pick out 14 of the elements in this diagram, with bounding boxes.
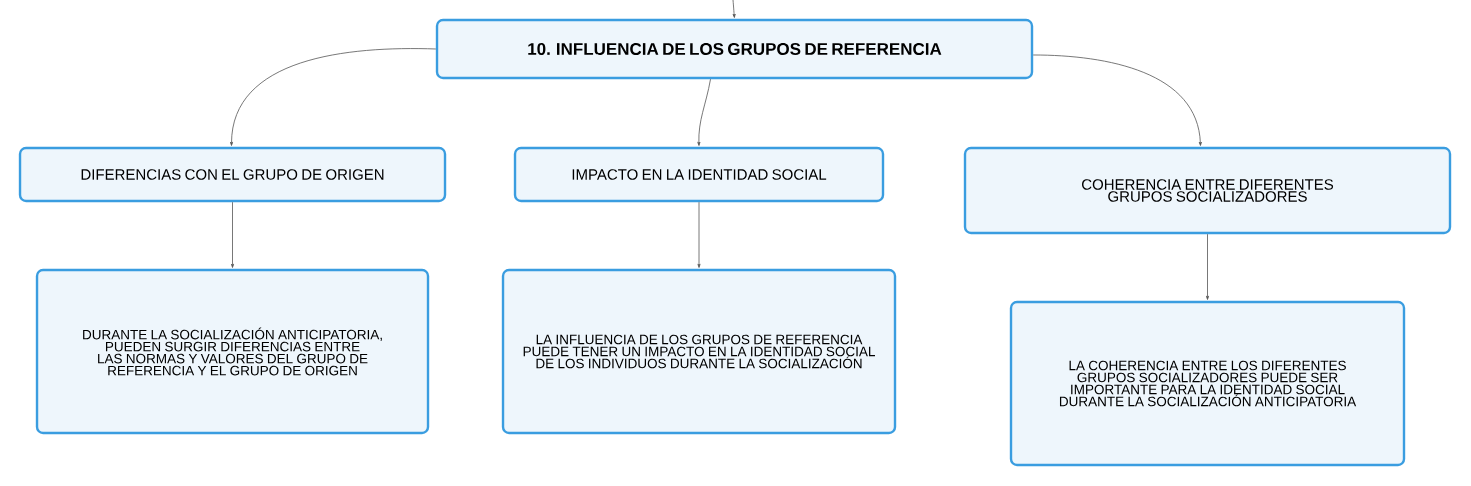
- connector: [697, 78, 711, 146]
- topic-box: 10. INFLUENCIA DE LOS GRUPOS DE REFERENCIA: [435, 18, 1034, 80]
- concept-box: DURANTE LA SOCIALIZACIÓN ANTICIPATORIA, PUEDEN SURGIR DIFERENCIAS ENTRE LAS NORMAS Y VALORES DEL GRUPO DE REFERENCIA Y EL GRUPO DE ORIGEN: [35, 268, 430, 435]
- connector: [1206, 233, 1210, 300]
- connector: [231, 201, 235, 268]
- connector: [732, 0, 736, 18]
- concept-box: IMPACTO EN LA IDENTIDAD SOCIAL: [513, 146, 885, 203]
- concept-box: LA INFLUENCIA DE LOS GRUPOS DE REFERENCIA PUEDE TENER UN IMPACTO EN LA IDENTIDAD SOCIAL DE LOS INDIVIDUOS DURANTE LA SOCIALIZACIÓN: [501, 268, 897, 435]
- connector: [697, 201, 701, 268]
- connector: [1032, 54, 1202, 146]
- concept-box: DIFERENCIAS CON EL GRUPO DE ORIGEN: [18, 146, 447, 203]
- concept-box: LA COHERENCIA ENTRE LOS DIFERENTES GRUPOS SOCIALIZADORES PUEDE SER IMPORTANTE PARA LA IDENTIDAD SOCIAL DURANTE LA SOCIALIZACIÓN ANTICIPATORIA: [1009, 300, 1406, 467]
- connector: [230, 48, 437, 146]
- concept-box: COHERENCIA ENTRE DIFERENTES GRUPOS SOCIALIZADORES: [963, 146, 1452, 235]
